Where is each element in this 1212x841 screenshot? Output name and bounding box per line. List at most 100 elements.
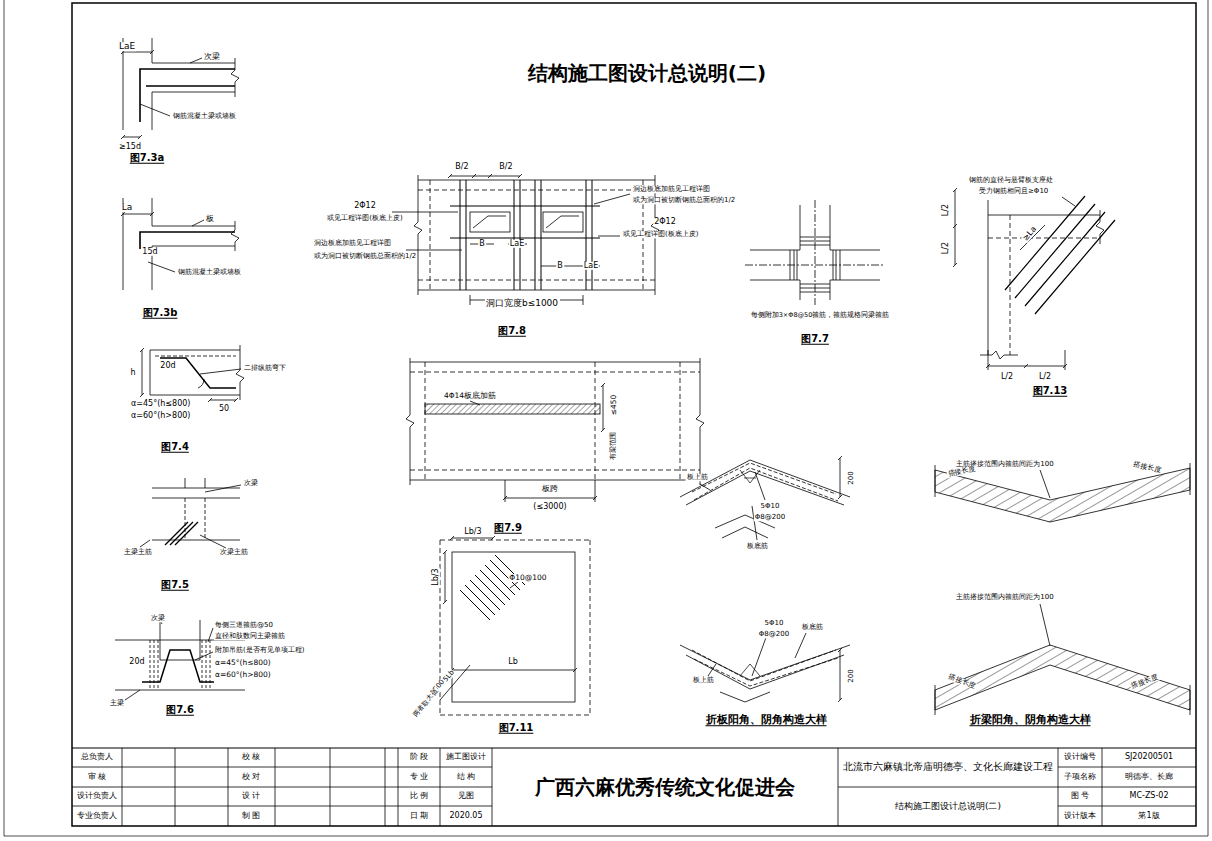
hanger-bar-detail [160, 620, 200, 660]
folded-beam-detail [935, 645, 1190, 710]
cantilever-corner-detail [988, 200, 1100, 355]
title-block-cell: 广西六麻优秀传统文化促进会 [534, 777, 796, 798]
slab-corner-detail [450, 536, 495, 540]
annotation-label: Φ8@200 [754, 514, 786, 521]
figure-caption: 图7.13 [1032, 386, 1069, 397]
slab-opening-detail [448, 174, 522, 178]
annotation-label: 或见工程详图(板底上皮) [326, 215, 403, 222]
folded-beam-detail [935, 463, 1190, 715]
folded-plate-detail [838, 648, 842, 702]
slab-opening-detail [546, 216, 579, 228]
annotation-label: 搭接长度 [1130, 673, 1161, 690]
folded-plate-detail [720, 692, 770, 702]
anchorage-detail [121, 38, 239, 139]
bent-bar-detail [150, 350, 240, 395]
annotation-label: 洞口宽度b≤1000 [485, 299, 559, 308]
title-block-cell: 校 核 [241, 753, 262, 761]
anchorage-detail [231, 221, 239, 251]
annotation-label: 板 [205, 215, 215, 223]
anchorage-detail [148, 220, 204, 272]
title-block-cell: 结 构 [456, 773, 477, 781]
bent-bar-detail [155, 356, 236, 357]
annotation-label: 钢筋的直径与悬臂板支座处 [968, 177, 1054, 184]
annotation-label: 或见工程详图(板底上皮) [622, 231, 699, 238]
slab-corner-detail [443, 550, 447, 604]
slab-corner-detail [452, 552, 575, 702]
title-block-cell: 比 例 [409, 792, 430, 800]
annotation-label: 洞边板底加筋见工程详图 [313, 240, 392, 247]
beam-junction-detail [185, 498, 205, 540]
annotation-label: 次梁主筋 [219, 549, 249, 556]
annotation-label: 或为洞口被切断钢筋总面积的1/2 [313, 253, 417, 260]
annotation-label: α=60°(h>800) [130, 412, 191, 420]
annotation-label: 20d [128, 658, 145, 666]
title-block-cell: 设 计 [241, 792, 262, 800]
sheet-frame [72, 3, 1196, 826]
title-block-grid [72, 748, 1196, 826]
annotation-label: LaE [583, 262, 599, 270]
annotation-label: Φ10@100 [508, 574, 547, 582]
annotation-label: 15d [141, 248, 158, 256]
title-block-cell: 专业负责人 [76, 812, 118, 820]
anchorage-detail [152, 63, 235, 92]
cantilever-corner-detail [953, 188, 957, 267]
hanger-bar-detail [142, 650, 214, 682]
beam-junction-detail [185, 478, 205, 488]
beam-junction-detail [165, 522, 198, 545]
slab-opening-detail [460, 180, 592, 290]
annotation-label: 2Φ12 [353, 202, 377, 210]
annotation-label: 5Φ10 [760, 503, 781, 510]
beam-junction-detail [140, 485, 241, 548]
annotation-label: ≤450 [610, 394, 618, 417]
figure-caption: 折板阳角、阴角构造大样 [705, 714, 828, 726]
title-block-cell: 2020.05 [448, 812, 483, 820]
sheet-frame [4, 0, 1208, 836]
slab-opening-detail [418, 180, 655, 290]
annotation-label: 直径和肢数同主梁箍筋 [214, 633, 286, 640]
title-block-cell: 施工图设计 [445, 753, 487, 761]
slab-strengthening-detail [410, 362, 700, 480]
beam-cross-detail [745, 200, 885, 305]
figure-caption: 图7.5 [160, 580, 190, 591]
drawing-sheet [4, 0, 1208, 836]
annotation-label: 主筋搭接范围内箍筋间距为100 [955, 594, 1054, 601]
annotation-label: Lb/3 [463, 528, 482, 536]
slab-corner-detail [440, 536, 590, 715]
folded-beam-detail [1040, 470, 1050, 498]
title-block-cell: 结构施工图设计总说明(二) [894, 802, 1002, 811]
slab-corner-detail [510, 582, 518, 588]
folded-plate-detail [680, 456, 850, 702]
figure-caption: 图7.4 [160, 442, 190, 453]
title-block-cell: 子项名称 [1063, 773, 1097, 781]
folded-plate-detail [838, 456, 842, 499]
annotation-label: 200 [848, 668, 855, 683]
annotation-label: 搭接长度 [947, 465, 978, 478]
annotation-label: 4Φ14板底加筋 [443, 392, 497, 400]
annotation-label: 50 [218, 405, 230, 413]
annotation-label: ≥15d [118, 143, 142, 151]
slab-opening-detail [392, 174, 659, 305]
anchorage-detail [140, 58, 202, 116]
annotation-label: 板上筋 [686, 474, 709, 481]
annotation-label: α=45°(h≤800) [130, 400, 191, 408]
figure-caption: 图7.3a [129, 153, 165, 164]
figure-caption: 图7.11 [498, 723, 535, 734]
annotation-label: ≥La [1021, 224, 1039, 243]
annotation-label: 板底筋 [801, 624, 824, 631]
annotation-label: 主梁主筋 [123, 549, 153, 556]
sheet-title: 结构施工图设计总说明(二) [528, 60, 766, 87]
annotation-label: 20d [159, 362, 176, 370]
slab-opening-detail [470, 244, 600, 266]
annotation-label: 板上筋 [692, 677, 715, 684]
anchorage-detail [231, 58, 239, 97]
title-block-cell: 设计版本 [1063, 812, 1097, 820]
slab-strengthening-detail [406, 358, 704, 502]
annotation-label: La [121, 203, 134, 212]
folded-beam-detail [1040, 604, 1050, 646]
anchorage-detail [140, 232, 235, 249]
annotation-label: 每侧三道箍筋@50 [214, 622, 274, 629]
slab-corner-detail [450, 668, 577, 672]
annotation-label: B [556, 262, 564, 270]
folded-plate-detail [740, 664, 760, 676]
annotation-label: B/2 [498, 163, 513, 171]
